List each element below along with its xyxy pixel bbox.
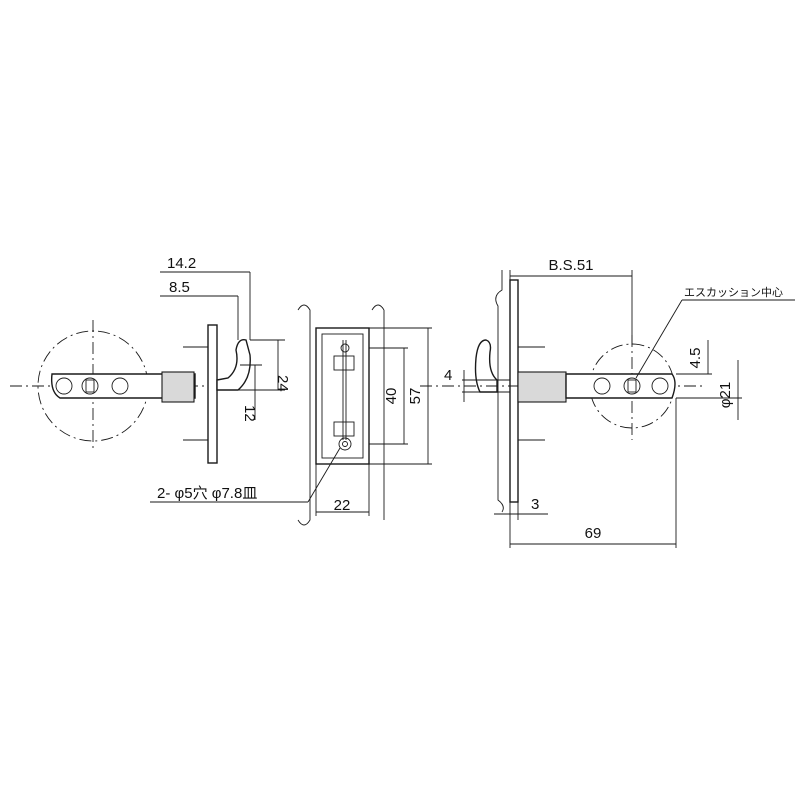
left-latch-hole-2 [81,377,99,395]
dim-14-2-label: 14.2 [167,255,196,272]
hole-spec-leader [307,447,341,503]
dim-4-5-label: 4.5 [687,348,704,369]
escutcheon-leader [635,299,683,379]
left-hook [216,339,251,391]
dim-4-label: 4 [444,367,452,384]
right-latch-hole-1 [593,377,611,395]
strike-hole-bottom-inner [342,441,348,447]
hole-spec-label: 2- φ5穴 φ7.8皿 [157,485,257,502]
strike-hole-top [340,343,350,353]
strike-mark-bottom [333,421,355,437]
dim-22-label: 22 [334,497,351,514]
strike-plate-inner [321,333,364,459]
dim-3-label: 3 [531,496,539,513]
strike-mark-top [333,355,355,371]
right-latch-hole-2 [623,377,641,395]
strike-plate [315,327,370,465]
right-latch-hole-3 [651,377,669,395]
dim-57-label: 57 [407,388,424,405]
dim-24-label: 24 [274,375,291,392]
dim-69-label: 69 [585,525,602,542]
left-latch-spindle [85,379,95,393]
door-edge-left [297,304,311,526]
right-door-edge [495,270,504,513]
dim-40-label: 40 [383,388,400,405]
dim-12-label: 12 [241,405,258,422]
left-latch-hole-3 [111,377,129,395]
strike-plate-view: 40 57 22 2- φ5穴 φ7.8皿 [150,304,432,526]
strike-hole-bottom [338,437,352,451]
right-front-plate [509,279,519,503]
escutcheon-center-label: エスカッション中心 [684,286,783,299]
dim-phi21-label: φ21 [717,382,734,408]
dim-8-5-label: 8.5 [169,279,190,296]
left-latch-case [161,371,195,403]
right-latch-spindle [627,379,637,393]
left-latch-hole-1 [55,377,73,395]
right-latch-case [517,371,567,403]
right-hook [474,339,498,393]
door-edge-right-top [371,304,385,311]
left-side-view: 14.2 8.5 24 12 [10,255,291,464]
dim-bs51-label: B.S.51 [548,257,593,274]
right-latch-body [565,373,676,399]
right-side-view: 4 B.S.51 エスカッション中心 4.5 φ21 3 [420,257,795,548]
left-front-plate [207,324,218,464]
